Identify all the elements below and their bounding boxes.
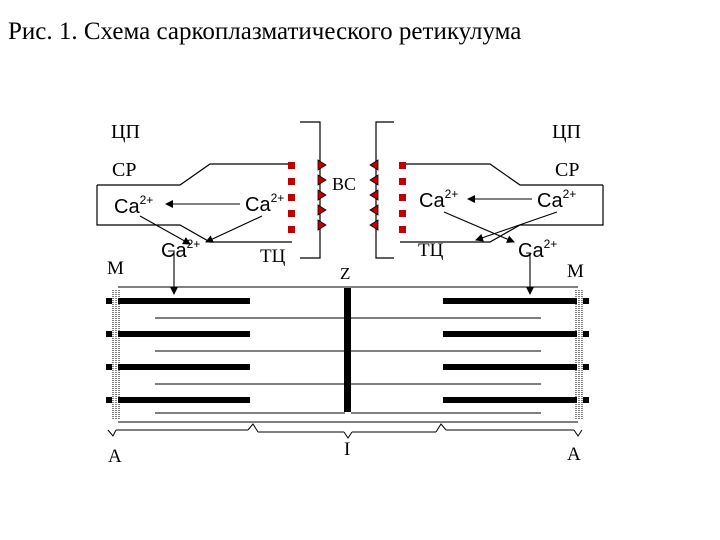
svg-text:Ca2+: Ca2+ (114, 193, 153, 218)
svg-text:Ca2+: Ca2+ (518, 237, 557, 262)
cp-label-right: ЦП (552, 121, 581, 143)
i-band-label: I (344, 439, 350, 460)
ca-label-left-tc: Ca2+ (245, 191, 284, 216)
ca-label-left-sr: Ca2+ (114, 193, 153, 218)
band-brackets (108, 424, 582, 438)
svg-text:Ca2+: Ca2+ (537, 187, 576, 212)
a-band-label-left: А (108, 446, 122, 467)
a-band-label-right: А (567, 444, 581, 465)
ca-label-right-sr: Ca2+ (537, 187, 576, 212)
right-junction-feet (399, 162, 406, 233)
t-tubule-left (300, 122, 326, 258)
ca-label-left-cyto: Ca2+ (161, 237, 200, 262)
left-junction-feet (288, 162, 295, 233)
z-disc (344, 288, 351, 412)
svg-text:Ca2+: Ca2+ (419, 187, 458, 212)
left-ca-arrows (140, 204, 262, 294)
m-label-left: M (107, 258, 124, 279)
svg-text:Ca2+: Ca2+ (245, 191, 284, 216)
sr-label-left: СР (112, 159, 136, 181)
ca-label-right-cyto: Ca2+ (518, 237, 557, 262)
m-label-right: M (567, 261, 584, 282)
z-label: Z (340, 264, 350, 283)
t-tubule-right (370, 122, 394, 258)
bc-label: ВС (332, 174, 356, 194)
tc-label-left: ТЦ (260, 246, 286, 267)
tc-label-right: ТЦ (418, 240, 444, 261)
ca-label-right-tc: Ca2+ (419, 187, 458, 212)
svg-text:Ca2+: Ca2+ (161, 237, 200, 262)
sr-label-right: СР (555, 159, 579, 181)
cp-label-left: ЦП (111, 121, 140, 143)
